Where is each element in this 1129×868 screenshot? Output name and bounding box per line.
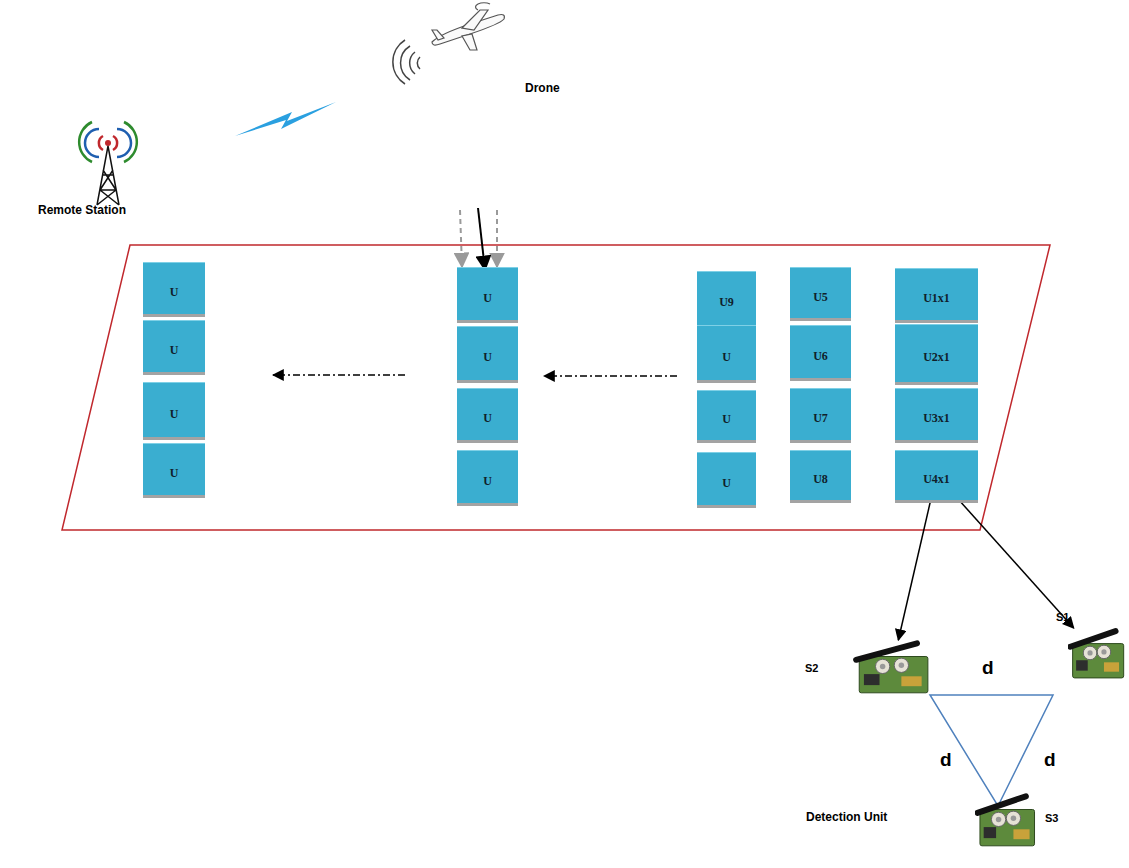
unit-label: U5 — [813, 282, 828, 305]
unit-box: U — [457, 450, 518, 503]
unit-box: U — [457, 388, 518, 440]
sensor-picture — [975, 793, 1037, 848]
unit-box: U — [143, 320, 205, 372]
sensor-node: S3 — [975, 793, 1037, 848]
field-outline — [62, 245, 1050, 530]
unit-box: U — [143, 382, 205, 437]
unit-box: U — [143, 262, 205, 314]
unit-label: U — [483, 466, 492, 489]
distance-label: d — [1044, 749, 1056, 771]
unit-label: U1x1 — [923, 283, 950, 306]
unit-box: U2x1 — [895, 324, 978, 382]
distance-triangle — [930, 695, 1053, 806]
caption-label: Remote Station — [38, 203, 126, 217]
unit-box: U1x1 — [895, 268, 978, 320]
sensor-picture — [853, 640, 931, 695]
unit-box: U — [697, 325, 756, 380]
unit-label: U3x1 — [923, 403, 950, 426]
distance-label: d — [940, 749, 952, 771]
unit-label: U — [483, 283, 492, 306]
unit-label: U2x1 — [923, 342, 950, 365]
unit-box: U6 — [790, 325, 851, 378]
wireless-link — [235, 102, 336, 136]
unit-label: U — [722, 404, 731, 427]
signal-waves — [393, 40, 420, 84]
unit-label: U9 — [719, 287, 734, 310]
unit-box: U — [143, 443, 205, 495]
unit-label: U — [170, 335, 179, 358]
sensor-picture — [1068, 628, 1126, 680]
unit-label: U — [170, 458, 179, 481]
sensor-label: S1 — [1056, 611, 1069, 623]
sensor-label: S3 — [1045, 812, 1058, 824]
unit-label: U — [483, 403, 492, 426]
unit-box: U — [457, 326, 518, 380]
sensor-link — [959, 500, 1074, 628]
tower-icon — [79, 122, 137, 205]
sensor-link — [898, 500, 930, 640]
unit-box: U — [697, 452, 756, 505]
unit-box: U5 — [790, 267, 851, 318]
unit-box: U7 — [790, 388, 851, 440]
sensor-node: S2 — [853, 640, 931, 695]
distance-label: d — [982, 657, 994, 679]
unit-label: U — [170, 399, 179, 422]
unit-label: U — [170, 277, 179, 300]
unit-box: U — [457, 267, 518, 320]
unit-box: U3x1 — [895, 388, 978, 440]
unit-label: U6 — [813, 341, 828, 364]
unit-box: U9 — [697, 271, 756, 325]
unit-label: U — [722, 468, 731, 491]
drone-icon — [432, 3, 504, 50]
caption-label: Drone — [525, 81, 560, 95]
sensor-node: S1 — [1068, 628, 1126, 680]
unit-box: U — [697, 390, 756, 440]
caption-label: Detection Unit — [806, 810, 887, 824]
unit-label: U7 — [813, 403, 828, 426]
unit-box: U4x1 — [895, 450, 978, 500]
unit-box: U8 — [790, 450, 851, 500]
unit-label: U — [722, 342, 731, 365]
unit-label: U8 — [813, 464, 828, 487]
sensor-label: S2 — [805, 662, 818, 674]
drone-beam — [460, 208, 497, 270]
unit-label: U4x1 — [923, 464, 950, 487]
unit-label: U — [483, 342, 492, 365]
